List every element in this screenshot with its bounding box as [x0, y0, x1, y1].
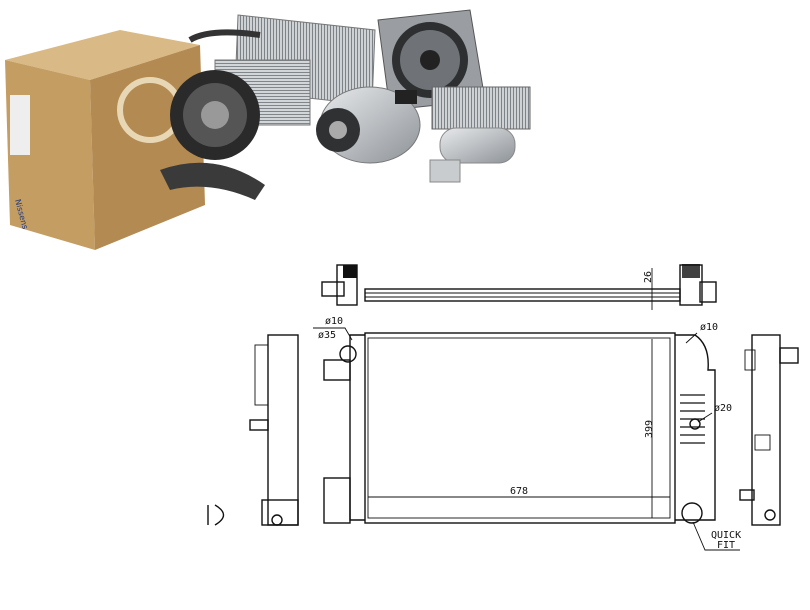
quick-fit-label-1: QUICK: [711, 530, 741, 541]
front-view: 399 678 ø10 ø35 ø10 ø20 QUICK FIT: [313, 316, 741, 551]
height-dimension: 399: [644, 420, 655, 438]
port-label-35: ø35: [318, 330, 336, 341]
technical-drawing: 26 399 678 ø10 ø35 ø10: [207, 264, 799, 551]
receiver-drier: [429, 127, 516, 183]
top-view: 26: [321, 264, 717, 310]
port-label-20: ø20: [714, 403, 732, 414]
port-label-10-right: ø10: [700, 322, 718, 333]
port-label-10-left: ø10: [325, 316, 343, 327]
width-dimension: 678: [510, 486, 528, 497]
left-side-view: [207, 334, 299, 526]
right-side-view: [739, 334, 799, 526]
barcode-label: [10, 95, 30, 155]
blower-motor: [160, 70, 265, 200]
ac-compressor: [316, 86, 421, 164]
nissens-box: Nissens: [5, 30, 205, 250]
product-photo: Nissens: [5, 9, 531, 250]
depth-dimension: 26: [643, 271, 654, 283]
heater-core: [431, 86, 531, 130]
quick-fit-label-2: FIT: [717, 540, 735, 551]
